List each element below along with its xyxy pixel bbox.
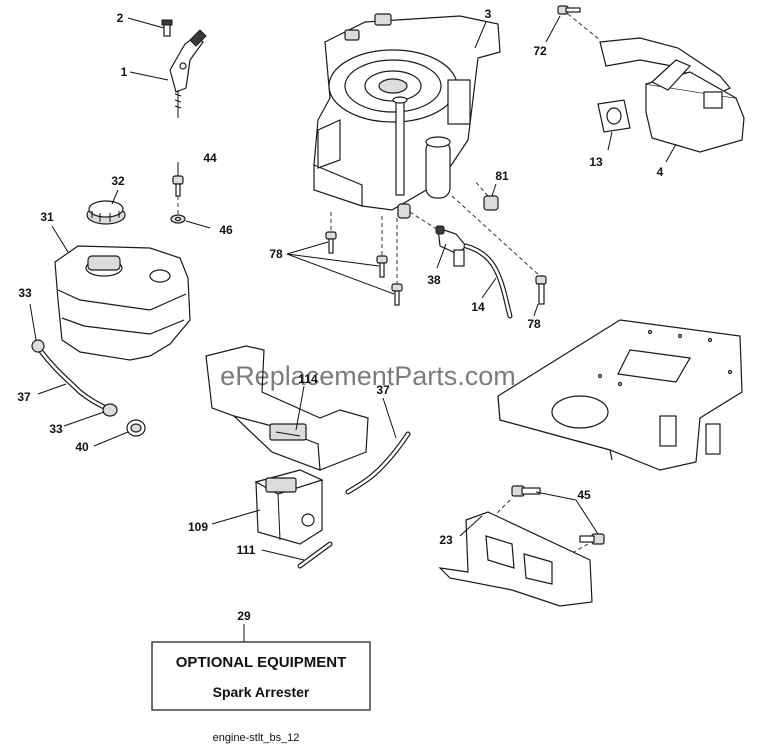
callout-32: 32 [111,174,125,188]
callout-13: 13 [589,155,603,169]
bolt-44-part [172,175,184,197]
callout-78-right: 78 [527,317,541,331]
optional-equipment-title: OPTIONAL EQUIPMENT [176,654,347,671]
fuel-hose-part [463,243,513,319]
fuel-cap-part [86,200,126,225]
callout-45: 45 [577,488,591,502]
callout-38: 38 [427,273,441,287]
callout-29: 29 [237,609,251,623]
bolt-81-part [483,195,499,211]
gasket-part [597,99,631,133]
optional-equipment-box: OPTIONAL EQUIPMENT Spark Arrester [151,641,371,711]
callout-4: 4 [657,165,664,179]
callout-33-top: 33 [18,286,32,300]
bracket-114-part [205,345,369,471]
optional-equipment-subtitle: Spark Arrester [213,684,310,700]
throttle-control-part [161,19,207,118]
fuel-tank-part [54,245,191,361]
engine-part [313,13,501,219]
muffler-part [599,37,745,153]
tube-111-part [297,541,333,569]
callout-labels: 2 1 3 72 13 4 81 32 44 31 46 78 38 14 78… [17,7,663,623]
fuel-line-37-part [345,431,411,495]
watermark: eReplacementParts.com [220,361,516,391]
callout-78-left: 78 [269,247,283,261]
bolts-78-part [325,231,547,306]
bolt-72-part [557,5,581,15]
callout-37-left: 37 [17,390,31,404]
fuel-line-part [31,339,146,437]
callout-72: 72 [533,44,547,58]
guard-plate-part [438,511,593,607]
callout-2: 2 [117,11,124,25]
callout-44: 44 [203,151,217,165]
callout-33-bottom: 33 [49,422,63,436]
callout-23: 23 [439,533,453,547]
screws-45-part [511,485,605,545]
callout-3: 3 [485,7,492,21]
diagram-caption: engine-stlt_bs_12 [213,732,300,744]
callout-81: 81 [495,169,509,183]
callout-114: 114 [298,372,318,386]
callout-31: 31 [40,210,54,224]
callout-40: 40 [75,440,89,454]
washer-46-part [170,214,186,224]
ignition-module-part [254,469,324,545]
callout-46: 46 [219,223,233,237]
callout-37-right: 37 [376,383,390,397]
callout-111: 111 [237,543,256,557]
leader-lines [29,15,677,642]
callout-1: 1 [121,65,128,79]
frame-part [497,319,743,471]
callout-14: 14 [471,300,485,314]
callout-109: 109 [188,520,208,534]
